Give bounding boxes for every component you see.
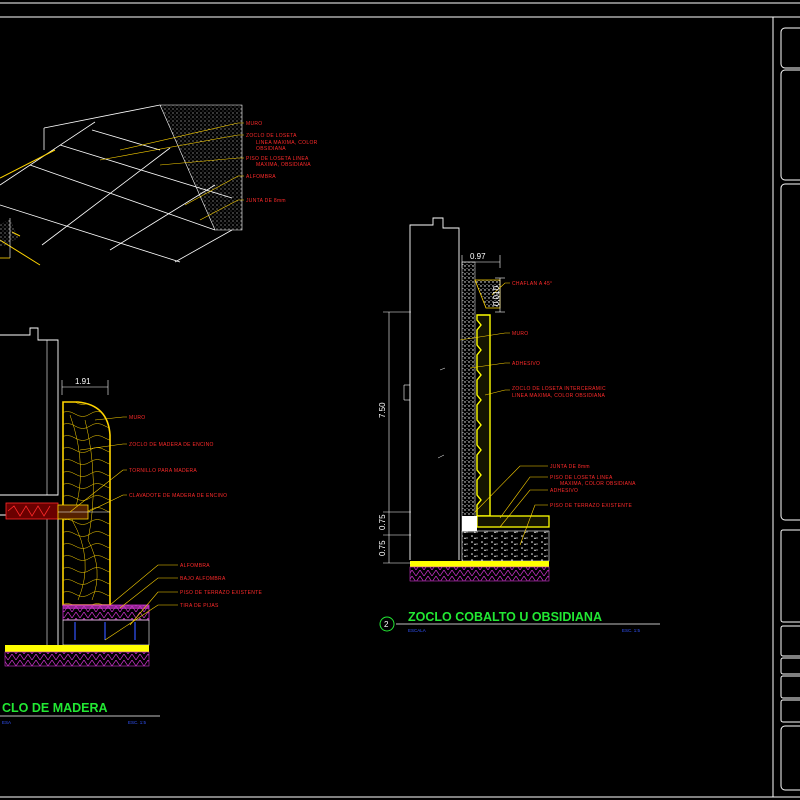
detail-1-labels: 1.91 MURO ZOCLO DE MADERA DE ENCINO TORN… [75, 377, 263, 609]
detail-2-subtitle-right: ESC. 1:5 [622, 628, 641, 633]
label-chaflan: CHAFLAN A 45° [512, 281, 552, 287]
label-zoclo-loseta: ZOCLO DE LOSETA [246, 133, 297, 139]
label-d1-alfombra: ALFOMBRA [180, 563, 210, 569]
label-d2-maxima-color: MAXIMA, COLOR OBSIDIANA [560, 481, 636, 487]
label-d2-adhesivo-2: ADHESIVO [550, 488, 578, 494]
top-isometric-detail [0, 104, 244, 266]
detail-2-number: 2 [384, 620, 389, 629]
detail-2-section [383, 217, 550, 582]
label-piso-loseta: PISO DE LOSETA LINEA [246, 156, 309, 162]
label-d1-muro: MURO [129, 415, 145, 421]
label-bajo-alfombra: BAJO ALFOMBRA [180, 576, 226, 582]
dimension-0-75-upper: 0.75 [378, 514, 387, 530]
label-clavadote: CLAVADOTE DE MADERA DE ENCINO [129, 493, 227, 499]
label-d1-terrazo: PISO DE TERRAZO EXISTENTE [180, 590, 263, 596]
detail-1-subtitle-right: ESC. 1:5 [128, 720, 147, 725]
detail-2-subtitle-left: ESCALA [408, 628, 426, 633]
detail-2-title-text: ZOCLO COBALTO U OBSIDIANA [408, 610, 602, 624]
label-tornillo: TORNILLO PARA MADERA [129, 468, 197, 474]
label-maxima-obsidiana: MAXIMA, OBSIDIANA [256, 162, 311, 168]
dimension-0-75-lower: 0.75 [378, 540, 387, 556]
detail-1-title: CLO DE MADERA ESA ESC. 1:5 [0, 701, 160, 725]
detail-1-subtitle-left: ESA [2, 720, 11, 725]
title-block [780, 27, 800, 791]
detail-2-title: 2 ZOCLO COBALTO U OBSIDIANA ESCALA ESC. … [379, 610, 660, 633]
label-tira-pijas: TIRA DE PIJAS [180, 603, 219, 609]
label-alfombra: ALFOMBRA [246, 174, 276, 180]
dimension-0-010: 0.010 [492, 285, 501, 306]
label-obsidiana: OBSIDIANA [256, 146, 286, 152]
label-junta: JUNTA DE 8mm [246, 198, 286, 204]
detail-1-section [0, 327, 178, 667]
dimension-7-50: 7.50 [378, 402, 387, 418]
label-linea-maxima-obsidiana: LINEA MAXIMA, COLOR OBSIDIANA [512, 393, 606, 399]
label-zoclo-madera: ZOCLO DE MADERA DE ENCINO [129, 442, 214, 448]
label-d2-adhesivo: ADHESIVO [512, 361, 540, 367]
detail-2-labels: 0.97 0.010 7.50 0.75 0.75 CHAFLAN A 45° … [378, 252, 636, 556]
label-zoclo-interceramic: ZOCLO DE LOSETA INTERCERAMIC [512, 386, 606, 392]
label-d2-terrazo: PISO DE TERRAZO EXISTENTE [550, 503, 633, 509]
label-d2-piso-loseta: PISO DE LOSETA LINEA [550, 475, 613, 481]
label-d2-muro: MURO [512, 331, 528, 337]
dimension-0-97: 0.97 [470, 252, 486, 261]
label-d2-junta: JUNTA DE 8mm [550, 464, 590, 470]
top-detail-labels: MURO ZOCLO DE LOSETA LINEA MAXIMA, COLOR… [246, 121, 318, 204]
detail-1-title-text: CLO DE MADERA [2, 701, 108, 715]
dimension-1-91: 1.91 [75, 377, 91, 386]
label-linea-maxima: LINEA MAXIMA, COLOR [256, 140, 318, 146]
label-muro: MURO [246, 121, 262, 127]
